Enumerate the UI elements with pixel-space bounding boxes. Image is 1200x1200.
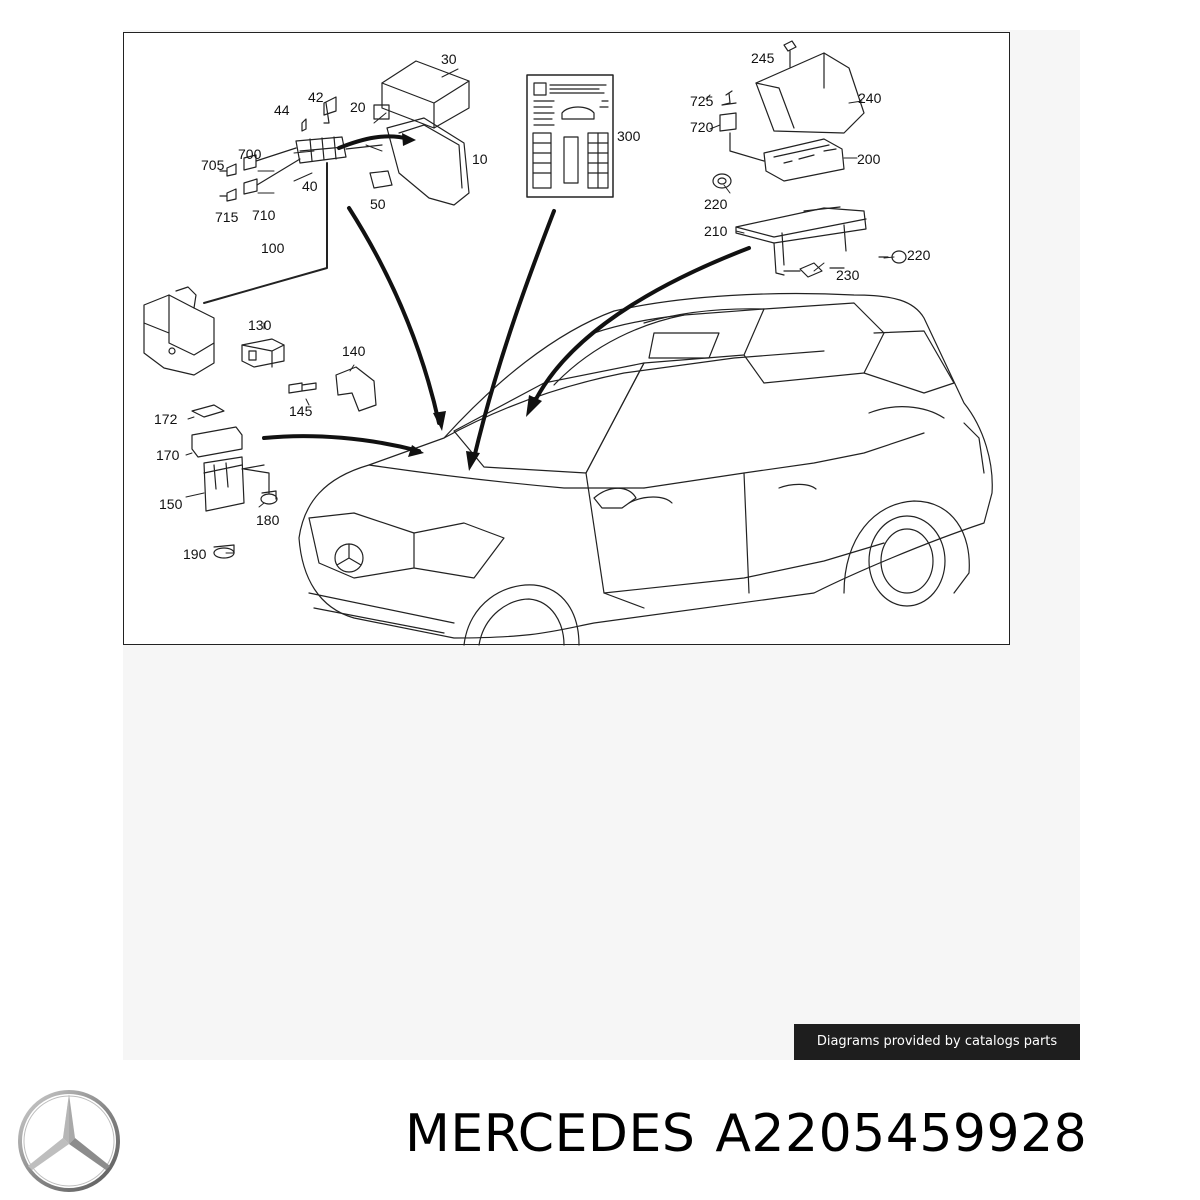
callout-100: 100 — [261, 240, 285, 256]
callout-20: 20 — [350, 99, 366, 115]
callout-715: 715 — [215, 209, 239, 225]
callout-190: 190 — [183, 546, 207, 562]
callout-300: 300 — [617, 128, 641, 144]
callout-700: 700 — [238, 146, 262, 162]
callout-42: 42 — [308, 89, 324, 105]
parts-diagram: 30 42 44 20 700 705 10 40 715 710 50 100… — [123, 32, 1010, 646]
callout-720: 720 — [690, 119, 714, 135]
callout-140: 140 — [342, 343, 366, 359]
leader-lines — [185, 68, 895, 554]
callout-170: 170 — [156, 447, 180, 463]
callout-230: 230 — [836, 267, 860, 283]
wiring-harness-100 — [143, 162, 328, 376]
callout-240: 240 — [858, 90, 882, 106]
module-bracket-group — [712, 40, 907, 278]
mercedes-star-icon — [18, 1090, 120, 1192]
callout-150: 150 — [159, 496, 183, 512]
callout-725: 725 — [690, 93, 714, 109]
callout-710: 710 — [252, 207, 276, 223]
callout-200: 200 — [857, 151, 881, 167]
part-number: A2205459928 — [715, 1104, 1088, 1164]
parts-diagram-drawing: 30 42 44 20 700 705 10 40 715 710 50 100… — [143, 40, 993, 646]
callout-220-left: 220 — [704, 196, 728, 212]
callout-172: 172 — [154, 411, 178, 427]
callout-210: 210 — [704, 223, 728, 239]
part-callouts: 30 42 44 20 700 705 10 40 715 710 50 100… — [154, 50, 931, 562]
brand-name: MERCEDES — [405, 1104, 696, 1164]
callout-40: 40 — [302, 178, 318, 194]
small-components — [191, 338, 377, 559]
callout-30: 30 — [441, 51, 457, 67]
callout-245: 245 — [751, 50, 775, 66]
diagram-credit: Diagrams provided by catalogs parts — [794, 1024, 1080, 1060]
callout-145: 145 — [289, 403, 313, 419]
callout-130: 130 — [248, 317, 272, 333]
arrow-heads — [402, 133, 542, 471]
pointer-arrows — [262, 134, 751, 460]
callout-180: 180 — [256, 512, 280, 528]
callout-220-right: 220 — [907, 247, 931, 263]
vehicle-outline — [298, 292, 993, 646]
fuse-box-group — [219, 60, 470, 206]
callout-44: 44 — [274, 102, 290, 118]
callout-10: 10 — [472, 151, 488, 167]
callout-50: 50 — [370, 196, 386, 212]
callout-705: 705 — [201, 157, 225, 173]
label-sheet-300 — [526, 74, 614, 198]
part-title: MERCEDES A2205459928 — [405, 1104, 1107, 1164]
